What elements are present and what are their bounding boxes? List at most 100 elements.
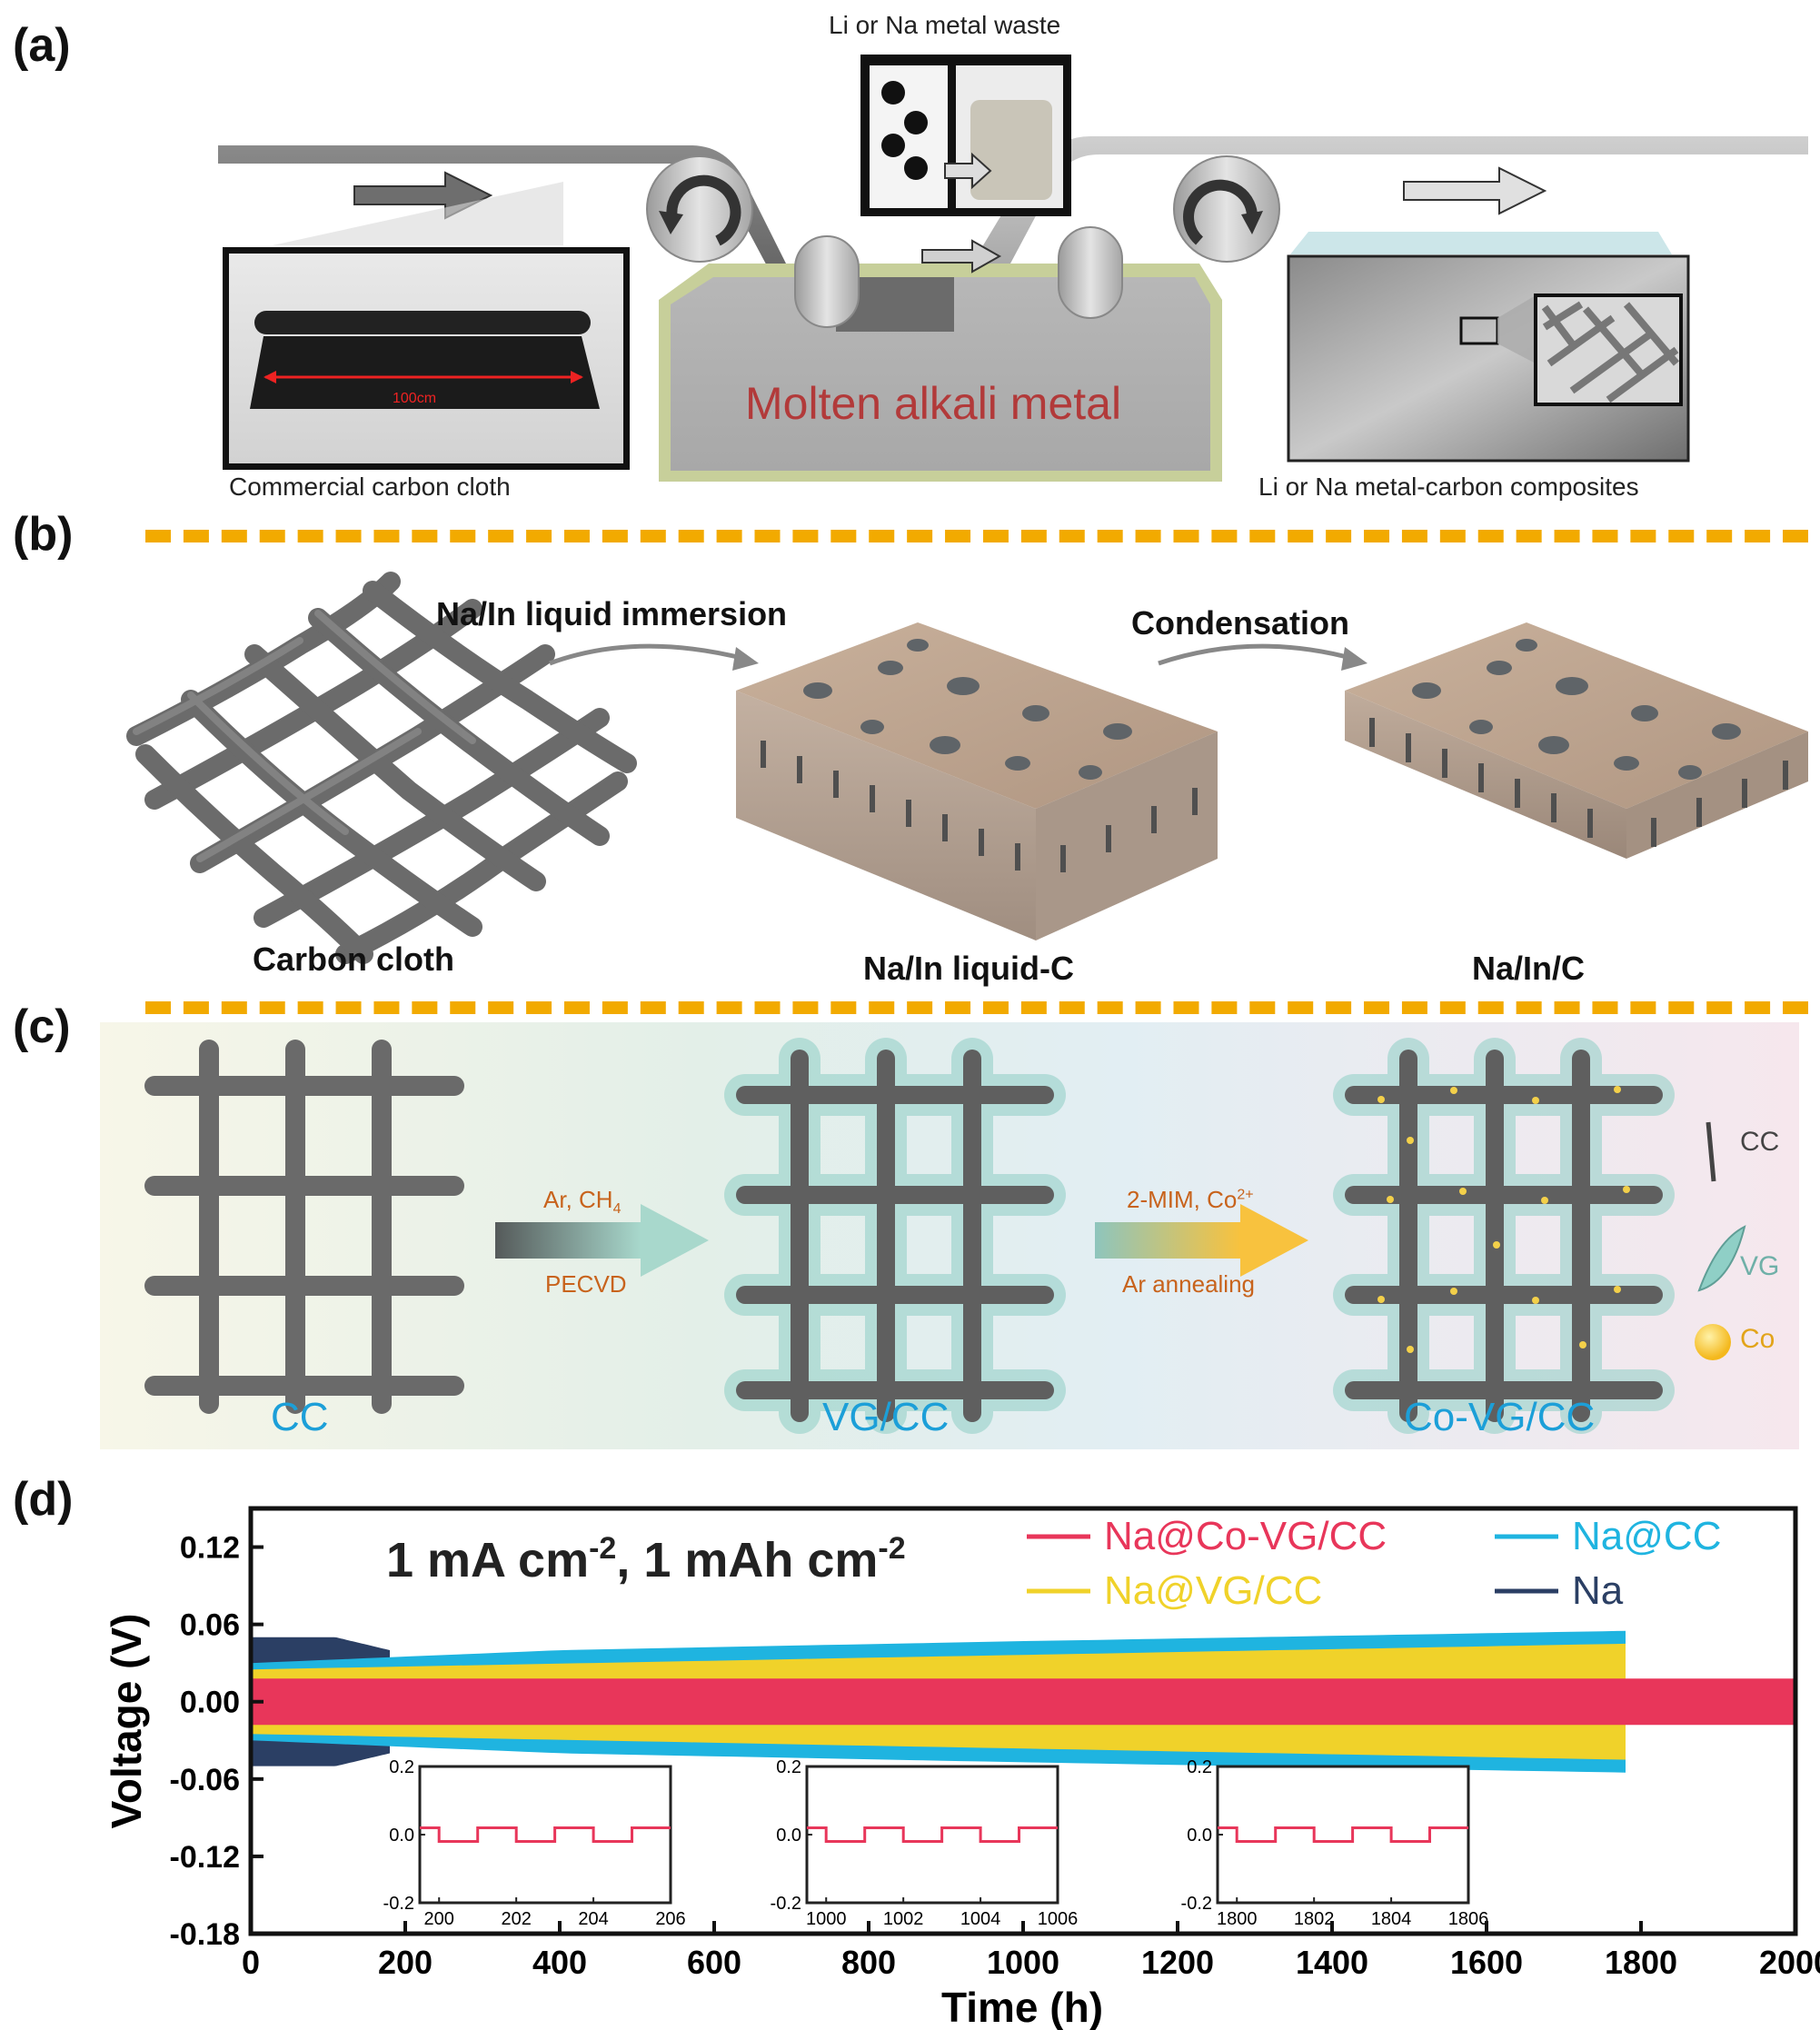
dimension-arrow-left-icon — [264, 371, 276, 383]
solid-block-top — [1345, 622, 1808, 809]
waste-disc-card — [870, 65, 948, 208]
panel-b-illustration — [126, 572, 1808, 964]
rotate-arrow-left-head-icon — [659, 211, 683, 234]
liquid-block-top — [736, 622, 1218, 809]
separator-c — [145, 1001, 1808, 1014]
inset-x-tick-label: 206 — [655, 1909, 685, 1929]
solid-block-fibers — [1369, 718, 1788, 847]
liquid-block-left — [736, 691, 1036, 940]
liquid-block-right — [1036, 731, 1218, 940]
y-tick-label: 0.12 — [180, 1531, 240, 1566]
process-arrow-c1-icon — [495, 1222, 641, 1259]
panel-b-label: (b) — [13, 508, 74, 561]
legend: Na@Co-VG/CC Na@CC Na@VG/CC Na — [1027, 1514, 1721, 1613]
legend-label: Na@VG/CC — [1104, 1568, 1322, 1613]
rotate-arrow-right-icon — [1183, 179, 1258, 245]
process-arrow-1-head-icon — [732, 647, 759, 671]
rotate-arrow-right-head-icon — [1241, 211, 1263, 234]
inset-y-tick-label: 0.2 — [389, 1757, 414, 1777]
inset-y-tick-label: 0.2 — [776, 1757, 801, 1777]
weave-pattern — [1541, 301, 1680, 403]
photo-zoom-left — [273, 182, 563, 245]
x-tick-label: 800 — [841, 1944, 896, 1981]
disc-2 — [904, 111, 928, 134]
legend-label: Na@Co-VG/CC — [1104, 1514, 1387, 1558]
inset-frame — [805, 1765, 1059, 1905]
legend-co-label: Co — [1740, 1324, 1775, 1354]
inset-x-tick-label: 200 — [424, 1909, 454, 1929]
inset-y-tick-label: 0.2 — [1187, 1757, 1212, 1777]
arrow-condensation-label: Condensation — [1131, 604, 1349, 642]
inset-x-tick-label: 1802 — [1294, 1909, 1335, 1929]
zoom-cone — [1497, 295, 1536, 363]
waste-jar — [970, 100, 1052, 200]
chart-annotation: 1 mA cm-2, 1 mAh cm-2 — [386, 1531, 906, 1587]
co-vg-cc-title: Co-VG/CC — [1404, 1395, 1596, 1439]
cc-title: CC — [271, 1395, 329, 1439]
inset-x-tick-label: 1806 — [1448, 1909, 1489, 1929]
y-axis-title: Voltage (V) — [103, 1614, 150, 1829]
x-tick-label: 200 — [378, 1944, 433, 1981]
x-tick-label: 1800 — [1605, 1944, 1677, 1981]
carbon-cloth-caption: Commercial carbon cloth — [229, 473, 511, 501]
legend-co-icon — [1695, 1324, 1731, 1360]
y-tick-label: -0.18 — [170, 1917, 241, 1952]
panel-a-label: (a) — [13, 19, 71, 72]
y-tick-label: 0.00 — [180, 1686, 240, 1720]
inset-y-tick-label: 0.0 — [1187, 1826, 1212, 1846]
process-arrow-c1-head-icon — [641, 1204, 709, 1277]
legend-cc-icon — [1706, 1121, 1716, 1182]
inset-trace — [1218, 1826, 1468, 1843]
carbon-cloth-title: Carbon cloth — [253, 940, 454, 978]
inset-frame — [418, 1765, 672, 1905]
x-tick-label: 1200 — [1141, 1944, 1214, 1981]
panel-a-illustration — [218, 55, 1808, 482]
series-na-co-vg-cc — [251, 1678, 1795, 1726]
legend-label: Na — [1572, 1568, 1624, 1613]
dimension-arrow-right-icon — [571, 371, 583, 383]
vg-cc-grid — [724, 1038, 1066, 1434]
liquid-c-title: Na/In liquid-C — [863, 950, 1074, 987]
inset-y-tick-label: -0.2 — [383, 1894, 414, 1914]
inset-y-tick-label: 0.0 — [389, 1826, 414, 1846]
inset-y-tick-label: -0.2 — [771, 1894, 801, 1914]
legend-cc-label: CC — [1740, 1127, 1780, 1157]
disc-3 — [881, 134, 905, 157]
process-arrow-2-icon — [1158, 643, 1355, 666]
legend-vg-icon — [1697, 1225, 1746, 1292]
na-in-c-title: Na/In/C — [1472, 950, 1586, 987]
vg-cc-title: VG/CC — [822, 1395, 950, 1439]
liquid-block-fibers — [761, 741, 1198, 872]
arrow-c2-top-label: 2-MIM, Co2+ — [1127, 1186, 1254, 1213]
inset-trace — [807, 1826, 1058, 1843]
arrow-immersion-label: Na/In liquid immersion — [436, 595, 788, 632]
carbon-cloth-weave — [126, 572, 637, 964]
inset-x-tick-label: 1004 — [960, 1909, 1001, 1929]
bath-text: Molten alkali metal — [745, 378, 1122, 429]
solid-block-right — [1626, 731, 1808, 859]
axis-layer: 02004006008001000120014001600180020000.1… — [170, 1531, 1820, 1981]
waste-caption: Li or Na metal waste — [829, 11, 1061, 39]
x-tick-label: 1000 — [987, 1944, 1059, 1981]
disc-1 — [881, 81, 905, 104]
y-tick-label: -0.06 — [170, 1763, 241, 1797]
inset-x-tick-label: 1804 — [1371, 1909, 1412, 1929]
x-tick-label: 0 — [242, 1944, 260, 1981]
rotate-arrow-left-icon — [666, 174, 741, 246]
inset-x-tick-label: 1000 — [806, 1909, 847, 1929]
series-layer — [251, 1630, 1795, 1773]
x-tick-label: 1400 — [1296, 1944, 1368, 1981]
y-tick-label: 0.06 — [180, 1608, 240, 1643]
x-axis-title: Time (h) — [941, 1984, 1103, 2030]
arrow-c2-bottom-label: Ar annealing — [1122, 1270, 1255, 1298]
disc-4 — [904, 156, 928, 180]
solid-block-droplets — [1412, 639, 1741, 780]
liquid-block-droplets — [803, 639, 1132, 780]
arrow-c1-top-label: Ar, CH4 — [543, 1186, 622, 1218]
flow-arrow-right-icon — [1403, 166, 1547, 215]
legend-label: Na@CC — [1572, 1514, 1721, 1558]
inset-x-tick-label: 204 — [578, 1909, 608, 1929]
inset-x-tick-label: 1800 — [1217, 1909, 1258, 1929]
